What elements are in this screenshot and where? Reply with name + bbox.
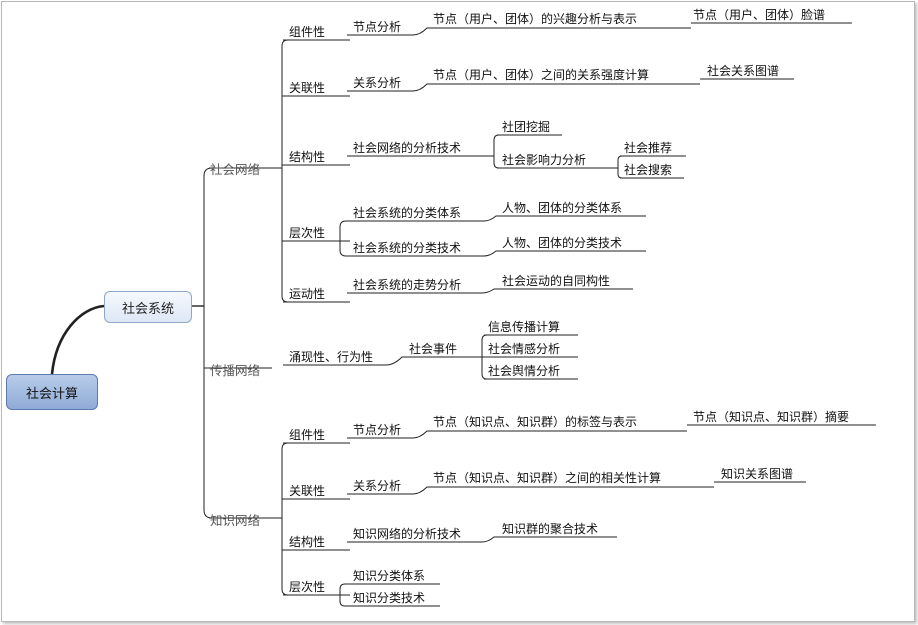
social-homology[interactable]: 社会运动的自同构性 [502,274,611,288]
knowledge-component-node[interactable]: 组件性 [289,428,326,442]
knowledge-relation-node[interactable]: 关联性 [289,484,326,498]
people-class-system[interactable]: 人物、团体的分类体系 [502,201,623,215]
system-node[interactable]: 社会系统 [104,291,192,323]
info-spread-calc[interactable]: 信息传播计算 [488,320,561,334]
connector-line [339,600,350,607]
knowledge-network-node[interactable]: 知识网络 [210,513,261,528]
connector-line [483,250,500,257]
root-node[interactable]: 社会计算 [6,374,98,410]
knowledge-cluster-tech[interactable]: 知识群的聚合技术 [502,522,599,536]
knowledge-correlation-calc[interactable]: 节点（知识点、知识群）之间的相关性计算 [433,471,662,485]
knowledge-class-system[interactable]: 知识分类体系 [353,569,426,583]
connector-line [385,356,410,366]
connector-line [481,334,488,341]
connector-line [412,27,432,36]
social-motion-node[interactable]: 运动性 [289,287,326,301]
social-event-node[interactable]: 社会事件 [409,342,458,356]
knowledge-component-analysis[interactable]: 节点分析 [353,423,402,437]
community-mining[interactable]: 社团挖掘 [502,120,551,134]
connector-line [483,215,500,222]
social-face-profile[interactable]: 节点（用户、团体）脸谱 [693,8,826,22]
knowledge-network-analysis-tech[interactable]: 知识网络的分析技术 [353,527,462,541]
connector-line [412,83,432,92]
knowledge-tag-representation[interactable]: 节点（知识点、知识群）的标签与表示 [433,415,638,429]
social-search[interactable]: 社会搜索 [624,163,673,177]
social-strength-calc[interactable]: 节点（用户、团体）之间的关系强度计算 [433,68,650,82]
connector-line [481,288,500,294]
connector-line [281,442,350,450]
connector-line [617,155,623,161]
connector-line [481,536,500,543]
social-relation-analysis[interactable]: 关系分析 [353,76,402,90]
connector-line [339,220,350,228]
spread-network-node[interactable]: 传播网络 [210,363,261,378]
social-hierarchy-node[interactable]: 层次性 [289,226,326,240]
social-relation-node[interactable]: 关联性 [289,81,326,95]
social-recommend[interactable]: 社会推荐 [624,141,673,155]
connector-line [281,39,350,47]
social-class-system[interactable]: 社会系统的分类体系 [353,206,462,220]
connector-line [412,486,432,495]
root-connector [50,304,105,375]
social-network-node[interactable]: 社会网络 [210,162,261,177]
knowledge-structure-node[interactable]: 结构性 [289,535,326,549]
knowledge-hierarchy-node[interactable]: 层次性 [289,580,326,594]
social-trend-analysis[interactable]: 社会系统的走势分析 [353,278,462,292]
connector-line [339,583,350,590]
connector-line [339,249,350,257]
social-network-analysis-tech[interactable]: 社会网络的分析技术 [353,141,462,155]
emergence-node[interactable]: 涌现性、行为性 [289,350,374,364]
knowledge-class-tech[interactable]: 知识分类技术 [353,591,426,605]
social-interest-analysis[interactable]: 节点（用户、团体）的兴趣分析与表示 [433,12,638,26]
connector-line [412,430,432,439]
social-emotion-analysis[interactable]: 社会情感分析 [488,342,561,356]
social-structure-node[interactable]: 结构性 [289,150,326,164]
connector-line [617,173,623,179]
social-class-tech[interactable]: 社会系统的分类技术 [353,241,462,255]
people-class-tech[interactable]: 人物、团体的分类技术 [502,236,623,250]
social-relation-graph[interactable]: 社会关系图谱 [707,64,780,78]
social-component-analysis[interactable]: 节点分析 [353,20,402,34]
connector-line [493,134,500,141]
influence-analysis[interactable]: 社会影响力分析 [502,153,587,167]
social-component-node[interactable]: 组件性 [289,25,326,39]
public-opinion-analysis[interactable]: 社会舆情分析 [488,364,561,378]
connector-line [493,162,500,169]
knowledge-summary[interactable]: 节点（知识点、知识群）摘要 [693,410,850,424]
knowledge-relation-analysis[interactable]: 关系分析 [353,479,402,493]
knowledge-relation-graph[interactable]: 知识关系图谱 [721,467,794,481]
